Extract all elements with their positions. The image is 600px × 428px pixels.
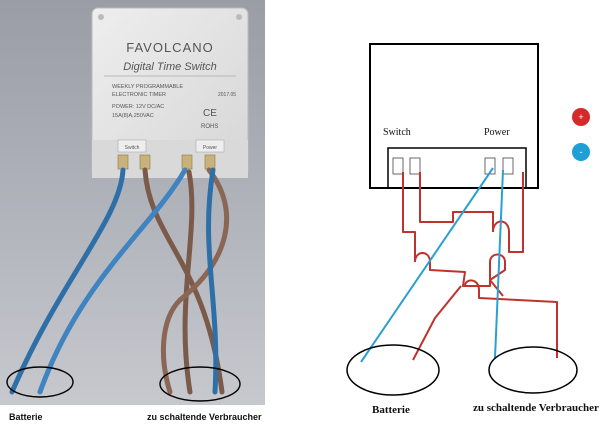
red-wire-power bbox=[492, 172, 524, 253]
blue-wire-load bbox=[494, 169, 504, 359]
rating-spec: 15A(8)A,250VAC bbox=[112, 113, 154, 119]
switch-terminal-2 bbox=[409, 157, 421, 175]
red-wire-switch-1 bbox=[402, 172, 416, 262]
blue-wire bbox=[9, 167, 126, 395]
battery-ellipse bbox=[346, 344, 440, 396]
switch-terminal-1 bbox=[392, 157, 404, 175]
load-caption: zu schaltende Verbraucher bbox=[147, 412, 262, 422]
red-wire-load bbox=[464, 279, 558, 358]
load-ellipse bbox=[488, 346, 578, 394]
terminals bbox=[392, 157, 514, 175]
brand-label: FAVOLCANO bbox=[126, 40, 214, 55]
product-label: Digital Time Switch bbox=[123, 61, 216, 73]
load-caption: zu schaltende Verbraucher bbox=[473, 402, 599, 414]
power-tab-label: Power bbox=[203, 145, 218, 151]
switch-tab-label: Switch bbox=[125, 145, 140, 151]
red-wire-path bbox=[414, 252, 491, 287]
terminal-block bbox=[92, 140, 248, 178]
switch-tab bbox=[117, 139, 147, 153]
minus-symbol: - bbox=[580, 147, 583, 157]
power-terminal-2 bbox=[502, 157, 514, 175]
battery-caption: Batterie bbox=[372, 404, 410, 416]
brown-wire bbox=[182, 169, 195, 395]
caption-strip bbox=[0, 405, 265, 428]
load-ellipse bbox=[159, 366, 241, 402]
minus-indicator-icon bbox=[572, 143, 590, 161]
spec-line-1: WEEKLY PROGRAMMABLE bbox=[112, 84, 183, 90]
screw-hole-icon bbox=[98, 14, 104, 20]
red-wire-switch-2 bbox=[419, 172, 494, 232]
wiring-schematic: Switch Power + - bbox=[265, 0, 600, 428]
plus-symbol: + bbox=[578, 112, 583, 122]
device-photo-illustration: FAVOLCANO Digital Time Switch WEEKLY PRO… bbox=[0, 0, 265, 428]
blue-wire bbox=[206, 167, 219, 395]
red-wire-battery bbox=[412, 285, 462, 361]
photo-wires bbox=[9, 167, 230, 395]
battery-ellipse bbox=[6, 366, 74, 398]
brown-wire bbox=[161, 167, 230, 395]
battery-caption: Batterie bbox=[9, 412, 43, 422]
power-tab bbox=[195, 139, 225, 153]
ce-mark: CE bbox=[203, 108, 217, 119]
power-label: Power bbox=[484, 127, 510, 138]
spec-line-2: ELECTRONIC TIMER bbox=[112, 92, 166, 98]
screw-hole-icon bbox=[236, 14, 242, 20]
rohs-mark: ROHS bbox=[201, 124, 218, 130]
blue-wires bbox=[360, 167, 504, 363]
blue-wire bbox=[37, 167, 188, 395]
red-wires bbox=[402, 172, 558, 361]
power-spec: POWER: 12V DC/AC bbox=[112, 104, 164, 110]
model-code: 2017.05 bbox=[218, 92, 236, 98]
blue-wire-battery bbox=[360, 167, 494, 363]
switch-label: Switch bbox=[383, 127, 411, 138]
schematic-drawing: Switch Power + - bbox=[346, 43, 599, 416]
device-photo: FAVOLCANO Digital Time Switch WEEKLY PRO… bbox=[0, 0, 265, 428]
terminal-area bbox=[387, 147, 527, 189]
plus-indicator-icon bbox=[572, 108, 590, 126]
red-wire-crossing bbox=[489, 253, 506, 297]
